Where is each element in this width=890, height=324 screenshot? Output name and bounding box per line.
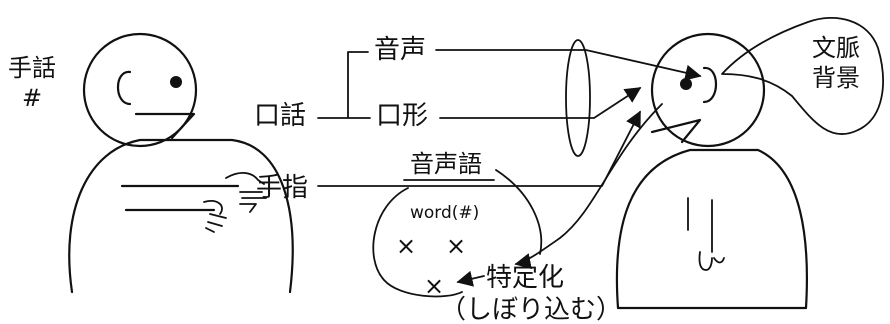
specification-arrow (456, 270, 485, 287)
signer-figure (68, 32, 294, 294)
signer-hand-left (203, 200, 227, 233)
signer-mouth (134, 112, 196, 140)
signer-eye (170, 76, 182, 88)
signer-head (82, 32, 198, 148)
signer-ear (117, 70, 132, 106)
word-mark-3: × (424, 272, 444, 300)
context-label-1: 文脈 (812, 34, 860, 62)
arrow-speech-sound (435, 49, 702, 81)
context-bubble (721, 17, 884, 136)
receiver-hand (698, 251, 725, 271)
signer-sign-label: 手話 (8, 54, 56, 82)
signer-hand-right (225, 172, 267, 213)
receiver-torso (615, 148, 809, 310)
feedback-curve (514, 103, 663, 270)
mouth-shape-label: 口形 (376, 101, 428, 131)
fingers-label: 手指 (256, 173, 308, 203)
receiver-figure (615, 32, 809, 310)
spoken-words-label: 音声語 (410, 150, 482, 178)
signer-torso (68, 138, 294, 294)
receiver-head (650, 32, 766, 148)
specification-label: 特定化 (486, 263, 564, 293)
oral-bracket (317, 51, 371, 119)
signer-hash-label: # (22, 84, 42, 112)
vocabulary-boundary (372, 169, 543, 298)
speech-sound-label: 音声 (374, 35, 426, 65)
context-label-2: 背景 (812, 64, 860, 92)
word-label: word(#) (410, 203, 479, 223)
receiver-ear (702, 66, 717, 104)
word-mark-2: × (446, 232, 466, 260)
specification-note: （しぼり込む） (440, 295, 622, 324)
receiver-eye (680, 78, 692, 90)
receiver-mouth (650, 118, 702, 144)
arrow-mouth-shape (439, 87, 642, 119)
oral-speech-label: 口話 (254, 101, 306, 131)
word-mark-1: × (396, 232, 416, 260)
channel-bundle-ellipse (565, 39, 591, 157)
